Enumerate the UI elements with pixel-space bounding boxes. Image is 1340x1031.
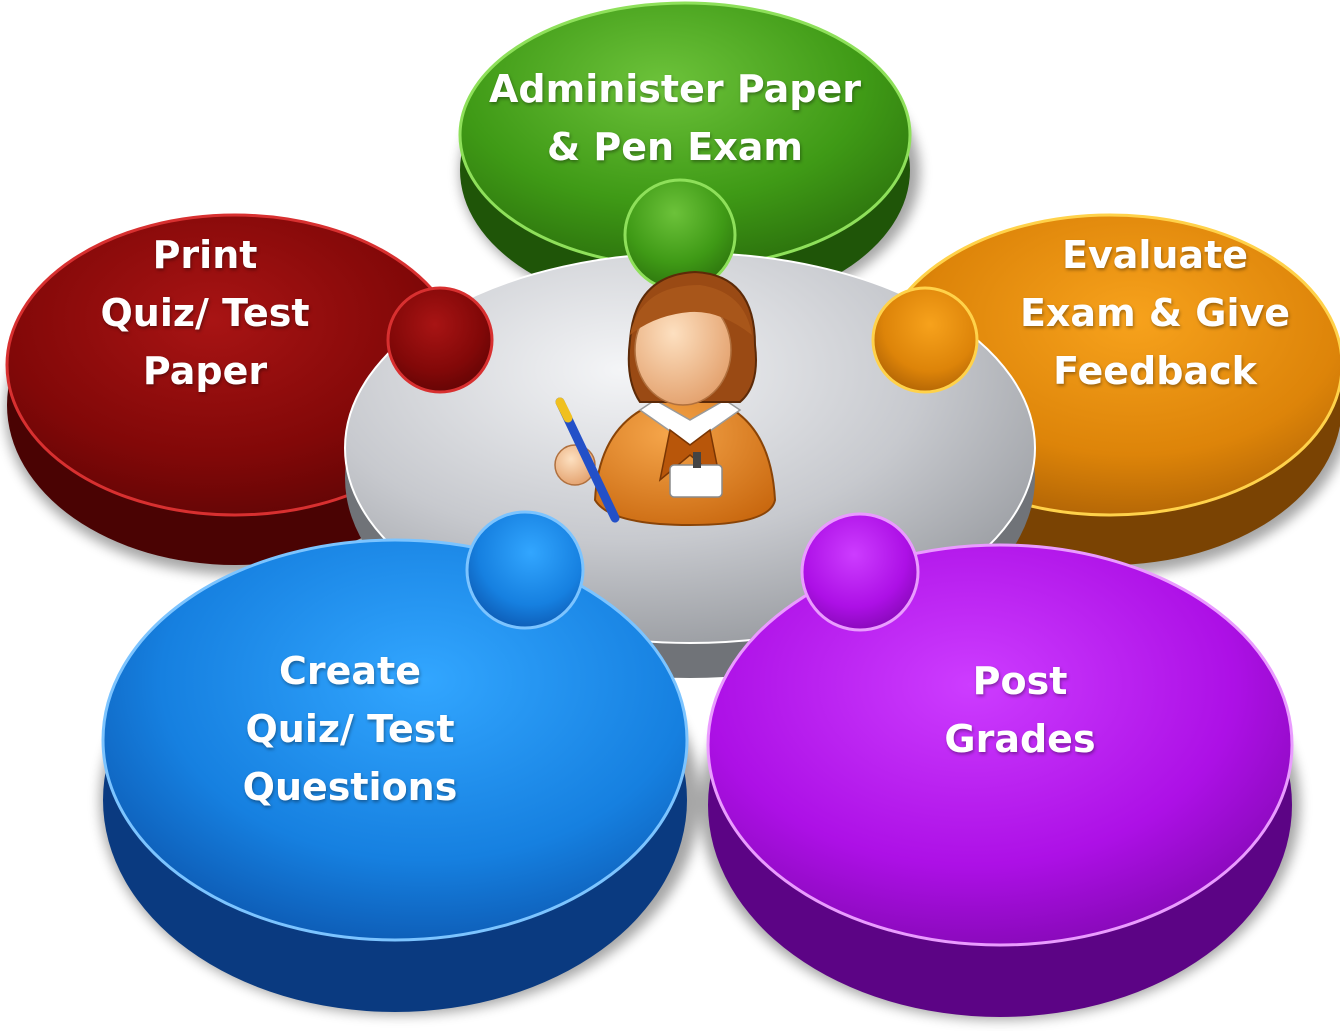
step-evaluate-line1: Evaluate (1061, 233, 1249, 277)
step-administer-line2: & Pen Exam (547, 125, 803, 169)
piece-create (101, 510, 689, 1012)
step-create-line1: Create (279, 649, 421, 693)
step-print-label: Print Quiz/ Test Paper (40, 226, 370, 400)
teacher-icon (554, 270, 777, 527)
step-administer-line1: Administer Paper (488, 67, 862, 111)
step-create-label: Create Quiz/ Test Questions (180, 642, 520, 816)
step-evaluate-line2: Exam & Give (1019, 291, 1291, 335)
step-create-line3: Questions (242, 765, 458, 809)
step-print-line3: Paper (142, 349, 268, 393)
piece-administer (458, 1, 912, 312)
piece-post (706, 512, 1294, 1017)
step-print-line1: Print (152, 233, 258, 277)
step-post-label: Post Grades (860, 652, 1180, 768)
step-evaluate-line3: Feedback (1053, 349, 1257, 393)
knob-print (386, 286, 494, 394)
step-post-line1: Post (972, 659, 1068, 703)
step-print-line2: Quiz/ Test (100, 291, 310, 335)
step-create-line2: Quiz/ Test (245, 707, 455, 751)
step-evaluate-label: Evaluate Exam & Give Feedback (1000, 226, 1310, 400)
step-post-line2: Grades (944, 717, 1096, 761)
step-administer-label: Administer Paper & Pen Exam (470, 60, 880, 176)
knob-evaluate (871, 286, 979, 394)
